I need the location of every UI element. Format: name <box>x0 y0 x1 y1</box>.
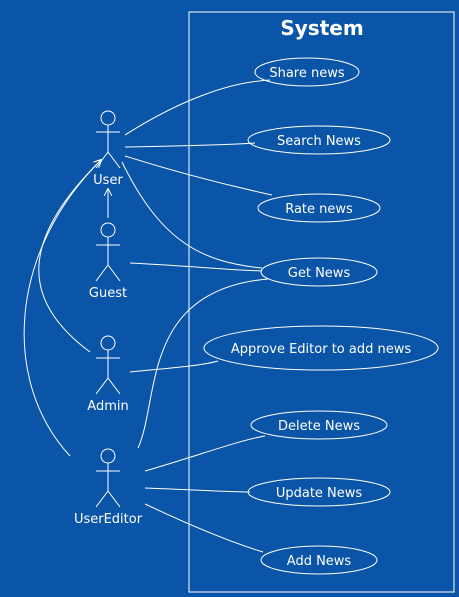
usecase-get-news-label: Get News <box>288 266 351 281</box>
actor-guest-figure <box>95 222 121 282</box>
assoc-guest-get-news <box>129 262 263 272</box>
usecase-delete-news-label: Delete News <box>278 419 360 434</box>
usecase-share-news-label: Share news <box>269 66 345 81</box>
assoc-user-search-news <box>124 142 256 148</box>
actor-admin-figure <box>95 335 121 395</box>
generalization-usereditor-user <box>23 160 101 457</box>
usecase-update-news-label: Update News <box>276 486 363 501</box>
assoc-usereditor-update-news <box>144 487 251 493</box>
actor-guest-label: Guest <box>89 286 127 301</box>
system-boundary <box>188 11 455 593</box>
usecase-rate-news[interactable]: Rate news <box>257 193 381 223</box>
actor-user-editor[interactable]: UserEditor <box>74 448 143 527</box>
actor-guest[interactable]: Guest <box>89 222 127 301</box>
assoc-usereditor-get-news <box>137 278 269 449</box>
assoc-admin-approve-editor <box>129 360 219 373</box>
assoc-user-share-news <box>124 79 271 136</box>
usecase-rate-news-label: Rate news <box>285 202 353 217</box>
usecase-share-news[interactable]: Share news <box>254 57 360 87</box>
usecase-get-news[interactable]: Get News <box>260 257 378 287</box>
assoc-user-get-news <box>121 161 263 269</box>
assoc-user-rate-news <box>124 155 273 196</box>
actor-admin[interactable]: Admin <box>87 335 129 414</box>
actor-user-label: User <box>93 173 123 188</box>
actor-user[interactable]: User <box>93 110 123 188</box>
system-title: System <box>280 16 363 40</box>
usecase-update-news[interactable]: Update News <box>247 477 391 507</box>
generalization-admin-user <box>38 160 101 353</box>
usecase-delete-news[interactable]: Delete News <box>250 410 388 440</box>
actor-user-editor-label: UserEditor <box>74 512 143 527</box>
actor-user-editor-figure <box>95 448 121 508</box>
actor-admin-label: Admin <box>87 399 128 414</box>
usecase-add-news[interactable]: Add News <box>260 545 378 575</box>
usecase-search-news-label: Search News <box>277 134 361 149</box>
usecase-approve-editor[interactable]: Approve Editor to add news <box>203 325 439 371</box>
assoc-usereditor-delete-news <box>144 435 266 472</box>
usecase-add-news-label: Add News <box>287 554 352 569</box>
actor-user-figure <box>95 110 121 169</box>
assoc-usereditor-add-news <box>144 503 264 553</box>
usecase-search-news[interactable]: Search News <box>247 125 391 155</box>
usecase-approve-editor-label: Approve Editor to add news <box>231 342 411 357</box>
